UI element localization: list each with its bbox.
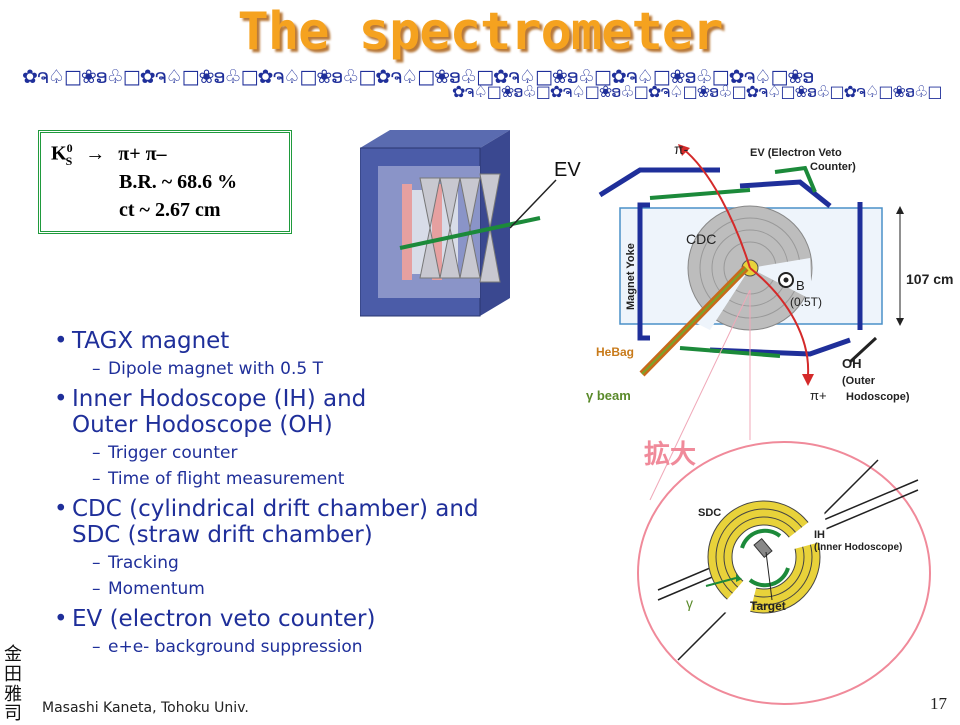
bullet-tagx: TAGX magnet [54,328,554,354]
decay-arrow: → [85,142,106,165]
signature-char-2: 田 [4,664,22,685]
branching-ratio: B.R. ~ 68.6 % [119,171,238,193]
hebag-label: HeBag [596,345,634,359]
zoom-label: 拡大 [644,440,697,470]
decay-length: ct ~ 2.67 cm [119,199,221,221]
ih-label: IH [814,529,825,541]
sub-bullet-tof: Time of flight measurement [54,466,554,492]
title-decoration-lower: ✿ຈ♤□❀ອ♧□✿ຈ♤□❀ອ♧□✿ຈ♤□❀ອ♧□✿ຈ♤□❀ອ♧□✿ຈ♤□❀ອ♧□ [452,82,943,101]
magnet-yoke-label: Magnet Yoke [625,243,637,310]
bullet-hodoscope-line2: Outer Hodoscope (OH) [72,412,333,438]
page-number: 17 [930,694,947,713]
ih-sublabel: (Inner Hodoscope) [814,542,902,553]
sub-bullet-trigger: Trigger counter [54,440,554,466]
decay-info-box: K0S → π+ π– B.R. ~ 68.6 % ct ~ 2.67 cm [38,130,292,234]
spectrometer-schematic: π- EV (Electron Veto Counter) CDC B (0.5… [586,141,953,403]
target-label: Target [750,599,786,613]
pi-minus-label: π- [674,141,689,157]
ev-counter-label-1: EV (Electron Veto [750,147,842,159]
gamma-beam-label: γ beam [586,388,631,403]
signature-char-1: 金 [4,644,22,665]
bullet-list: TAGX magnet Dipole magnet with 0.5 T Inn… [54,328,554,660]
sub-bullet-dipole: Dipole magnet with 0.5 T [54,356,554,382]
signature-char-4: 司 [4,703,22,724]
b-field-label: B [796,278,805,293]
sub-bullet-momentum: Momentum [54,576,554,602]
particle-superscript: 0 [66,141,73,155]
signature-char-3: 雅 [4,684,22,705]
sub-bullet-tracking: Tracking [54,550,554,576]
bullet-chambers-line2: SDC (straw drift chamber) [72,522,373,548]
bullet-hodoscope-line1: Inner Hodoscope (IH) and [72,386,367,412]
sdc-label: SDC [698,507,721,519]
zoom-detail-figure: SDC IH (Inner Hodoscope) Target γ [637,441,931,705]
cdc-label: CDC [686,231,716,247]
magnet-figure: EV [360,130,581,317]
particle-subscript: S [65,153,73,168]
zoom-connector-lines [649,290,751,501]
pi-plus-label: π+ [810,388,827,403]
gamma-label: γ [686,595,693,611]
oh-label-2: (Outer [842,375,876,387]
b-field-value: (0.5T) [790,295,822,309]
bullet-ev: EV (electron veto counter) [54,606,554,632]
height-label: 107 cm [906,271,953,287]
title-decoration-upper: ✿ຈ♤□❀ອ♧□✿ຈ♤□❀ອ♧□✿ຈ♤□❀ອ♧□✿ຈ♤□❀ອ♧□✿ຈ♤□❀ອ♧□… [22,66,814,88]
ev-label: EV [554,159,581,181]
ev-counter-label-2: Counter) [810,161,856,173]
particle-symbol: K [51,142,67,165]
bullet-chambers-line1: CDC (cylindrical drift chamber) and [72,496,479,522]
decay-equation: K0S → π+ π– [51,141,167,169]
page-title: The spectrometer [237,2,724,62]
footer-author: Masashi Kaneta, Tohoku Univ. [42,700,249,716]
decay-products: π+ π– [118,142,167,165]
sub-bullet-ee: e+e- background suppression [54,634,554,660]
oh-label: OH [842,356,862,371]
oh-label-3: Hodoscope) [846,391,910,403]
